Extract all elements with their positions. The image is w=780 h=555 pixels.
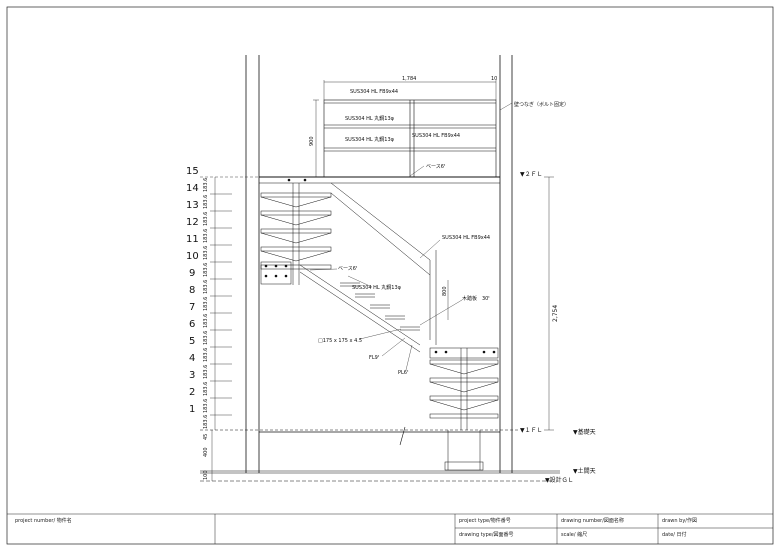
riser-dim: 183.6: [203, 415, 209, 429]
step-number: 6: [189, 319, 195, 330]
level-soil-top: ▼土間天: [573, 467, 596, 475]
label-fl-plate: FL9ᵗ: [369, 355, 380, 361]
project-number-label: project number/ 物件名: [15, 518, 72, 524]
wall-left: [245, 55, 260, 473]
riser-dim: 183.6: [203, 263, 209, 277]
step-number: 4: [189, 353, 195, 364]
project-type-label: project type/物件番号: [459, 518, 511, 524]
step-number: 7: [189, 302, 195, 313]
riser-dim: 183.6: [203, 195, 209, 209]
step-number: 2: [189, 387, 195, 398]
step-number: 10: [186, 251, 199, 262]
label-stair-bar: SUS304 HL 丸鋼13φ: [352, 284, 402, 291]
riser-dim: 183.6: [203, 280, 209, 294]
lower-winder-treads: [429, 347, 499, 471]
step-number: 15: [186, 166, 199, 177]
wall-right: [499, 55, 513, 473]
step-number: 13: [186, 200, 199, 211]
total-height-dimension: [544, 176, 554, 431]
step-number: 14: [186, 183, 199, 194]
riser-dim: 183.6: [203, 229, 209, 243]
drawing-type-label: drawing type/図面番号: [459, 532, 514, 538]
drawing-number-label: drawing number/図面名称: [561, 518, 624, 524]
label-tread: 木踏板 30ᵗ: [462, 295, 490, 302]
top-width-dim: 1,784: [402, 76, 416, 82]
riser-dim: 183.6: [203, 365, 209, 379]
riser-dim: 183.6: [203, 246, 209, 260]
stair-rail-height-dim: 800: [442, 286, 448, 296]
step-number: 5: [189, 336, 195, 347]
level-foundation-top: ▼基礎天: [573, 428, 596, 436]
step-scale: [200, 176, 260, 481]
title-block: [7, 513, 773, 544]
riser-dim: 183.6: [203, 331, 209, 345]
step-number: 1: [189, 404, 195, 415]
top-gap-dim: 10: [491, 76, 497, 82]
label-upper-bar-2: SUS304 HL 丸鋼13φ: [345, 136, 395, 143]
rail-height-dim: 900: [309, 136, 315, 146]
level-design-gl: ▼設計ＧＬ: [545, 476, 574, 484]
label-pl-plate: PL6ᵗ: [398, 370, 409, 376]
riser-dim: 183.6: [203, 178, 209, 192]
riser-dim: 183.6: [203, 297, 209, 311]
label-upper-rail: SUS304 HL FB9x44: [350, 89, 398, 95]
step-number: 11: [186, 234, 199, 245]
step-numbers: 15 14 13 12 11 10 9 8 7 6 5 4 3 2 1: [186, 166, 199, 415]
riser-dim: 183.6: [203, 382, 209, 396]
floor-lines: [200, 176, 560, 482]
label-upper-rail-right: SUS304 HL FB9x44: [412, 133, 460, 139]
scale-label: scale/ 縮尺: [561, 532, 588, 538]
riser-dimensions: 183.6 183.6 183.6 183.6 183.6 183.6 183.…: [203, 178, 209, 480]
label-stair-rail: SUS304 HL FB9x44: [442, 235, 490, 241]
step-number: 3: [189, 370, 195, 381]
step-number: 9: [189, 268, 195, 279]
riser-dim: 183.6: [203, 314, 209, 328]
step-number: 12: [186, 217, 199, 228]
upper-guardrail: [313, 80, 497, 178]
bolt-dots: [264, 178, 496, 354]
step-number: 8: [189, 285, 195, 296]
riser-dim: 183.6: [203, 348, 209, 362]
upper-winder-treads: [260, 183, 332, 285]
level-1fl: ▼１ＦＬ: [520, 427, 543, 434]
level-2fl: ▼２ＦＬ: [520, 171, 543, 178]
riser-dim: 183.6: [203, 212, 209, 226]
label-upper-bar-1: SUS304 HL 丸鋼13φ: [345, 115, 395, 122]
sheet-border: [6, 6, 774, 545]
total-height-dim: 2,754: [552, 305, 559, 322]
straight-flight: [299, 182, 449, 353]
label-wall-tie: 壁つなぎ（ボルト固定）: [514, 101, 569, 108]
riser-dim: 183.6: [203, 399, 209, 413]
base-dim-45: 45: [203, 434, 209, 440]
base-dim-400: 400: [203, 447, 209, 457]
label-stringer: □175 x 175 x 4.5: [318, 338, 362, 344]
drawn-by-label: drawn by/作図: [662, 518, 697, 524]
label-base-top: ベース6ᵗ: [426, 164, 446, 170]
base-dim-100: 100: [203, 470, 209, 480]
label-base-mid: ベース6ᵗ: [338, 266, 358, 272]
leader-lines: [309, 102, 513, 371]
date-label: date/ 日付: [662, 532, 687, 538]
